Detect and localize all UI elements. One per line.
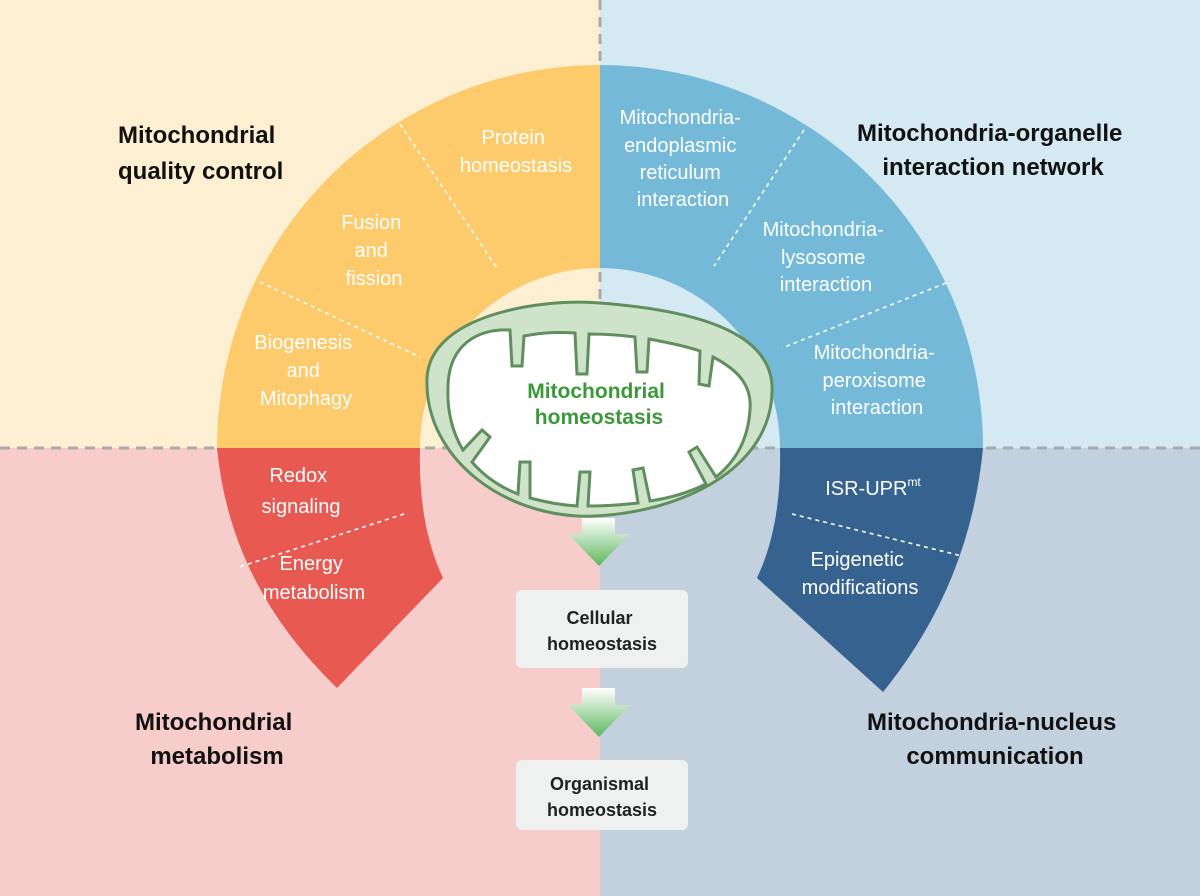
- quality-control-arc: [217, 65, 600, 448]
- nucleus-communication-title: Mitochondria-nucleus communication: [867, 709, 1123, 770]
- quality-control-title: Mitochondrial quality control: [118, 122, 283, 185]
- organelle-network-arc: [600, 65, 983, 448]
- peroxisome-interaction-label: Mitochondria- peroxisome interaction: [814, 342, 941, 419]
- protein-homeostasis-label: Protein homeostasis: [460, 127, 572, 177]
- redox-signaling-label: Redox signaling: [262, 465, 341, 518]
- mitochondrion-icon: Mitochondrial homeostasis: [425, 300, 774, 518]
- nucleus-communication-arc: [757, 448, 983, 692]
- cellular-homeostasis-box: [516, 590, 688, 668]
- biogenesis-mitophagy-label: Biogenesis and Mitophagy: [254, 332, 357, 410]
- arrow-down-icon: [568, 518, 630, 566]
- fusion-fission-label: Fusion and fission: [341, 212, 407, 290]
- mitochondrial-homeostasis-label: Mitochondrial homeostasis: [527, 380, 671, 429]
- organelle-network-title: Mitochondria-organelle interaction netwo…: [857, 120, 1129, 181]
- er-interaction-label: Mitochondria- endoplasmic reticulum inte…: [620, 107, 747, 211]
- epigenetic-label: Epigenetic modifications: [802, 549, 919, 599]
- metabolism-title: Mitochondrial metabolism: [135, 709, 299, 770]
- energy-metabolism-label: Energy metabolism: [263, 553, 365, 604]
- organismal-homeostasis-label: Organismal homeostasis: [547, 774, 657, 820]
- isr-upr-label: ISR-UPRmt: [825, 475, 921, 500]
- metabolism-arc: [217, 448, 443, 688]
- arrow-down-icon: [568, 688, 630, 737]
- lysosome-interaction-label: Mitochondria- lysosome interaction: [763, 219, 890, 296]
- cellular-homeostasis-label: Cellular homeostasis: [547, 608, 657, 654]
- segment-separators: [235, 123, 963, 569]
- organismal-homeostasis-box: [516, 760, 688, 830]
